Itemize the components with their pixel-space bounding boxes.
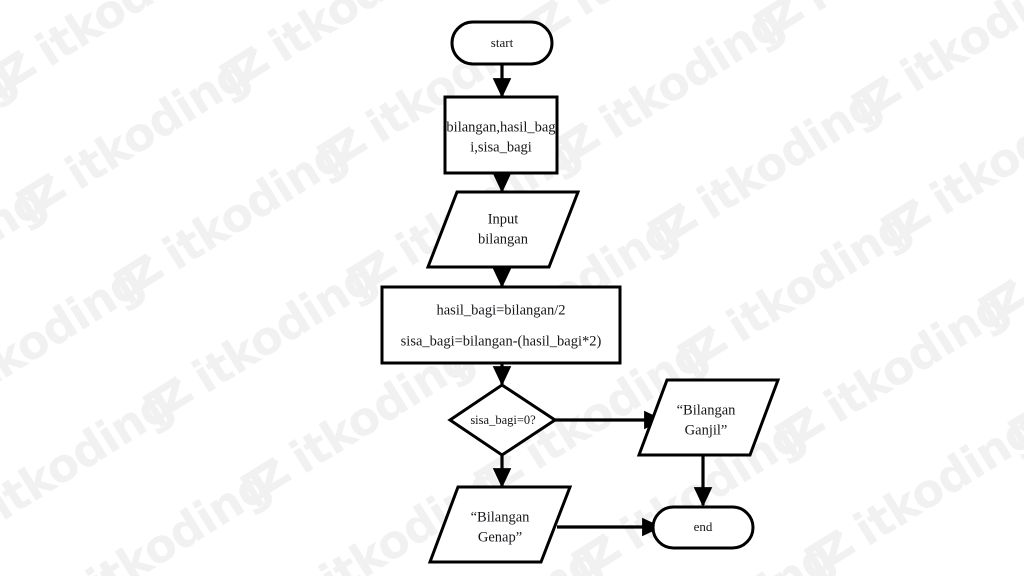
output-genap-label-line2: Genap” [478, 529, 522, 545]
start-label: start [491, 35, 514, 50]
output-ganjil-label-line2: Ganjil” [685, 422, 728, 438]
node-process[interactable]: hasil_bagi=bilangan/2 sisa_bagi=bilangan… [380, 285, 622, 365]
node-start[interactable]: start [450, 20, 554, 66]
process-label-line1: hasil_bagi=bilangan/2 [437, 302, 566, 318]
output-genap-label-line1: “Bilangan [471, 509, 531, 525]
declaration-label-line2: i,sisa_bagi [470, 139, 532, 155]
node-declaration[interactable]: bilangan,hasil_bag i,sisa_bagi [443, 95, 559, 175]
input-label-line2: bilangan [478, 231, 529, 247]
node-end[interactable]: end [651, 505, 755, 550]
node-decision[interactable]: sisa_bagi=0? [447, 383, 558, 457]
process-label-line2: sisa_bagi=bilangan-(hasil_bagi*2) [401, 333, 602, 349]
input-label-line1: Input [488, 211, 519, 227]
process-rect-shape [380, 285, 622, 365]
decision-label: sisa_bagi=0? [470, 413, 536, 427]
node-input[interactable]: Input bilangan [425, 190, 581, 269]
declaration-label-line1: bilangan,hasil_bag [446, 119, 555, 135]
input-parallelogram-shape [425, 190, 581, 269]
node-output-genap[interactable]: “Bilangan Genap” [427, 485, 573, 564]
end-label: end [694, 519, 713, 534]
output-ganjil-label-line1: “Bilangan [677, 402, 737, 418]
node-output-ganjil[interactable]: “Bilangan Ganjil” [636, 378, 781, 457]
